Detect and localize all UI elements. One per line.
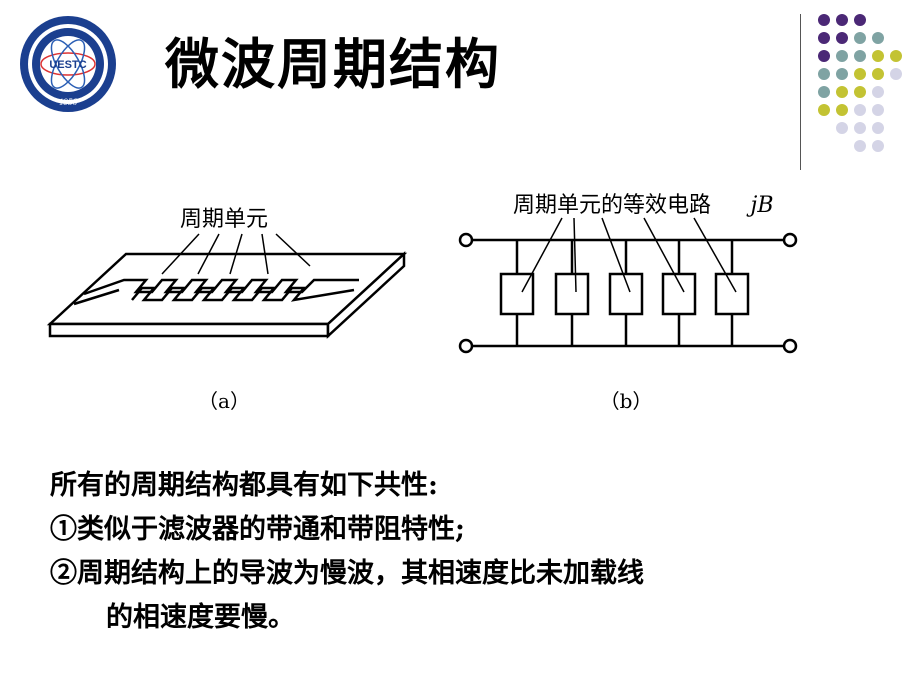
figure-a-label: 周期单元 <box>180 207 268 232</box>
figure-b-label: 周期单元的等效电路 <box>513 193 711 218</box>
slide-title: 微波周期结构 <box>165 33 501 96</box>
body-intro: 所有的周期结构都具有如下共性: <box>50 470 438 501</box>
logo-center-text: UESTC <box>49 59 86 71</box>
figure-b-circuit <box>458 217 798 354</box>
uestc-logo: UESTC 1956 <box>20 16 116 112</box>
figure-b-label-jb: jB <box>746 193 774 218</box>
periodic-structure-figure: 周期单元 （a） 周期单元的等效电路 jB （b） <box>46 193 798 413</box>
body-text: 所有的周期结构都具有如下共性: ①类似于滤波器的带通和带阻特性; ②周期结构上的… <box>50 464 900 640</box>
body-point-2-line-2: 的相速度要慢。 <box>106 602 295 633</box>
figure-b-caption: （b） <box>600 389 653 413</box>
decorative-dot-grid <box>818 14 902 152</box>
decorative-divider <box>800 14 801 170</box>
figure-a-microstrip <box>46 233 408 339</box>
body-point-2-line-1: ②周期结构上的导波为慢波，其相速度比未加载线 <box>50 558 644 589</box>
body-point-1: ①类似于滤波器的带通和带阻特性; <box>50 514 465 545</box>
figure-a-caption: （a） <box>198 389 250 413</box>
logo-year: 1956 <box>59 97 78 107</box>
